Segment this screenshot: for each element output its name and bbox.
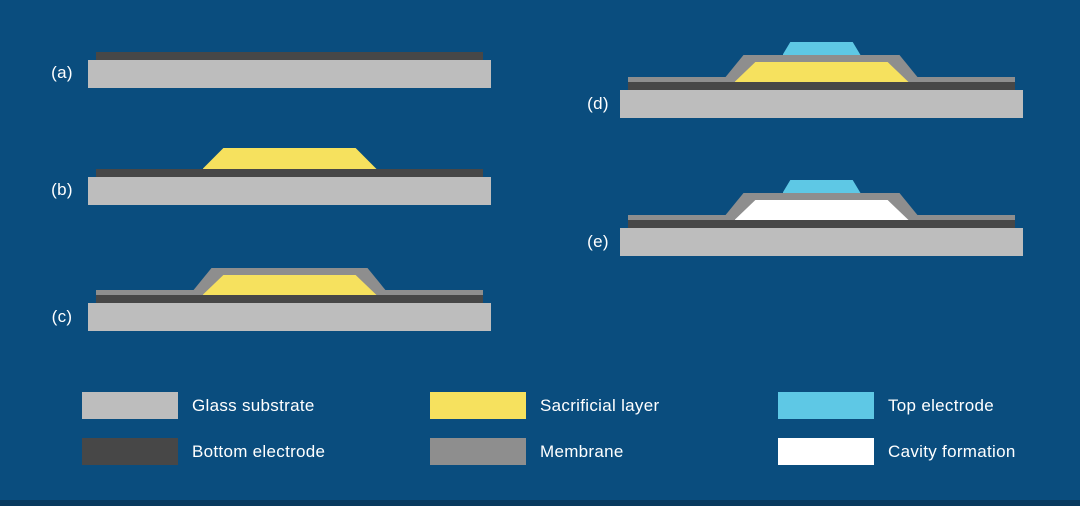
bottom-accent-strip [0,500,1080,506]
membrane-swatch [430,438,526,465]
process-step-b [88,148,491,205]
step-label-a: (a) [51,63,73,82]
legend-item-sacrificial-layer: Sacrificial layer [430,392,659,419]
process-step-a [88,52,491,88]
glass-substrate-layer [88,60,491,88]
sacrificial-layer [202,148,377,169]
step-label-d: (d) [587,94,609,113]
bottom-electrode-swatch [82,438,178,465]
top-electrode-layer [782,180,861,193]
bottom-electrode-layer [96,295,483,303]
legend-item-top-electrode: Top electrode [778,392,994,419]
sacrificial-layer [734,62,909,82]
bottom-electrode-layer [628,82,1015,90]
legend-item-cavity-formation: Cavity formation [778,438,1016,465]
sacrificial-layer-swatch [430,392,526,419]
process-step-c [88,268,491,331]
cavity-formation-swatch [778,438,874,465]
glass-substrate-swatch [82,392,178,419]
legend-label-bottom-electrode: Bottom electrode [192,441,326,461]
legend-item-glass-substrate: Glass substrate [82,392,315,419]
top-electrode-swatch [778,392,874,419]
process-step-d [620,42,1023,118]
step-label-e: (e) [587,232,609,251]
glass-substrate-layer [620,90,1023,118]
glass-substrate-layer [88,303,491,331]
step-label-b: (b) [51,180,73,199]
legend-label-membrane: Membrane [540,441,624,461]
step-label-c: (c) [51,307,73,326]
legend-item-bottom-electrode: Bottom electrode [82,438,325,465]
cavity-layer [734,200,909,220]
process-step-e [620,180,1023,256]
glass-substrate-layer [88,177,491,205]
legend-label-cavity-formation: Cavity formation [888,441,1016,461]
bottom-electrode-layer [628,220,1015,228]
legend-label-sacrificial-layer: Sacrificial layer [540,395,660,415]
bottom-electrode-layer [96,169,483,177]
sacrificial-layer [202,275,377,295]
glass-substrate-layer [620,228,1023,256]
legend-label-glass-substrate: Glass substrate [192,395,315,415]
legend-label-top-electrode: Top electrode [888,395,994,415]
top-electrode-layer [782,42,861,55]
legend-item-membrane: Membrane [430,438,624,465]
bottom-electrode-layer [96,52,483,60]
